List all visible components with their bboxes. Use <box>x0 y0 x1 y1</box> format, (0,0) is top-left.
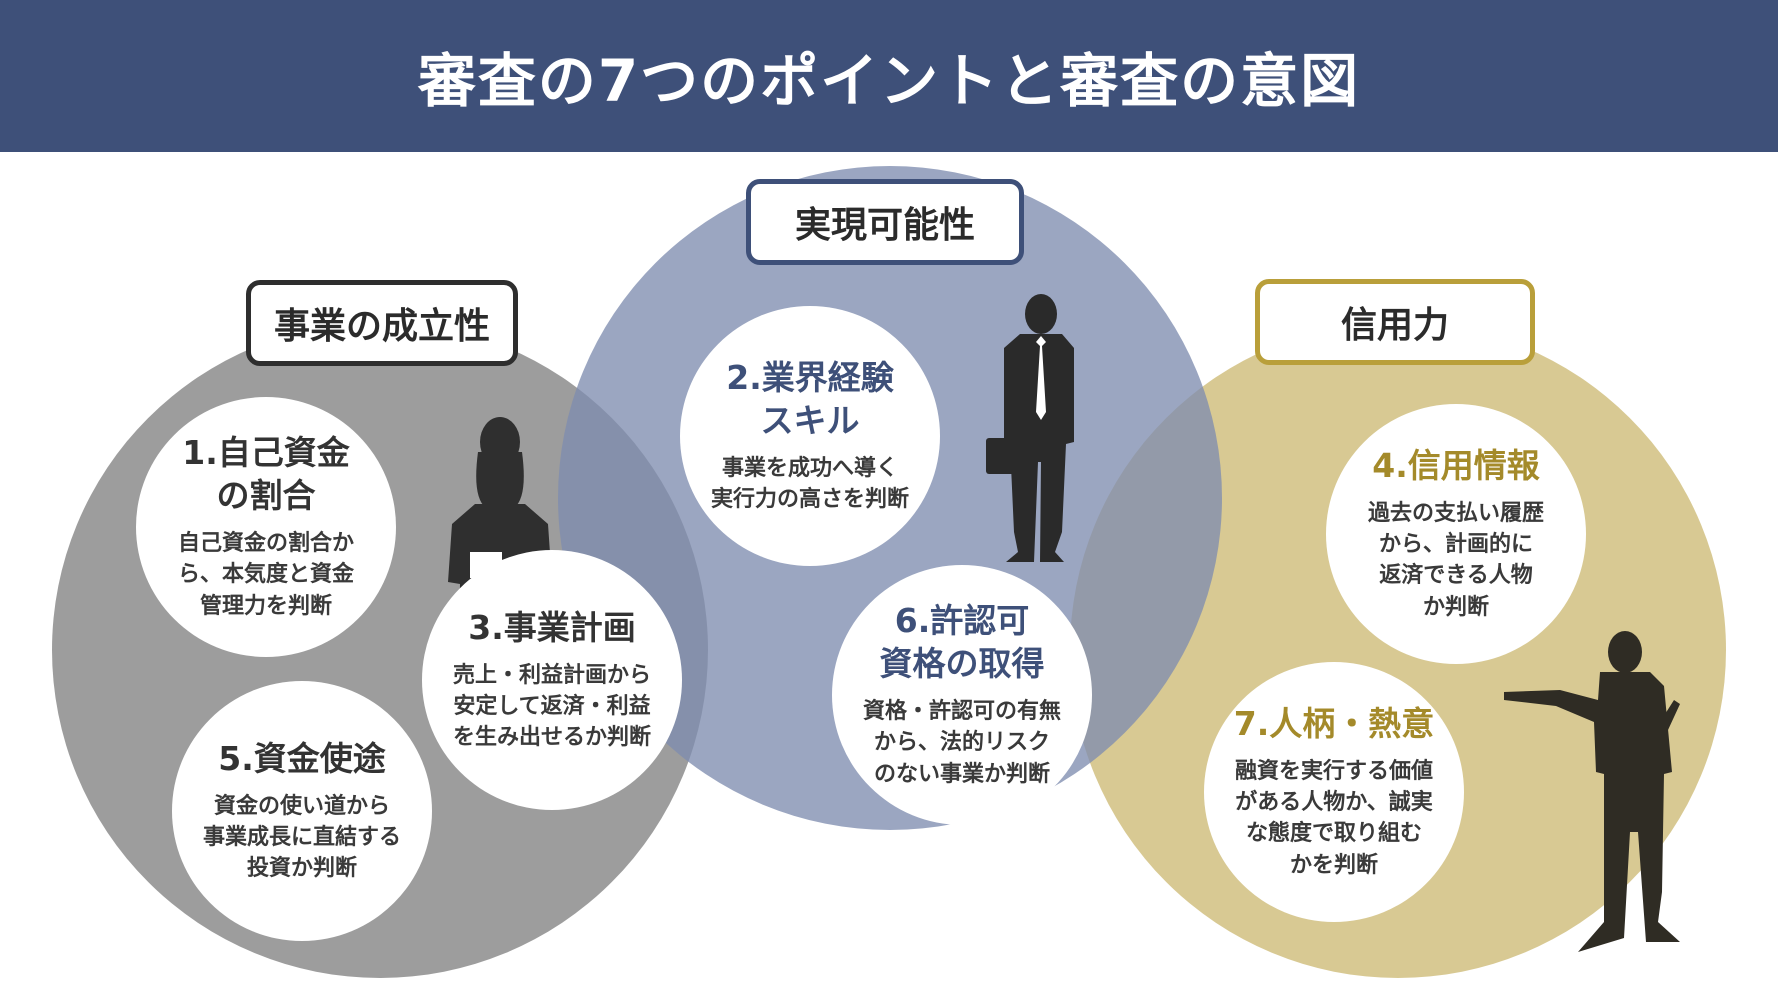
point-2-title: 2.業界経験 スキル <box>726 357 894 440</box>
point-7-desc: 融資を実行する価値 がある人物か、誠実 な態度で取り組む かを判断 <box>1234 758 1433 878</box>
point-5: 5.資金使途 資金の使い道から 事業成長に直結する 投資か判断 <box>172 681 432 941</box>
point-1-title: 1.自己資金 の割合 <box>182 433 350 516</box>
point-6-desc: 資格・許認可の有無 から、法的リスク のない事業か判断 <box>862 699 1061 787</box>
point-2: 2.業界経験 スキル 事業を成功へ導く 実行力の高さを判断 <box>680 306 940 566</box>
point-3-title: 3.事業計画 <box>468 607 636 647</box>
page-title: 審査の7つのポイントと審査の意図 <box>417 47 1361 115</box>
point-4-title: 4.信用情報 <box>1372 446 1540 486</box>
point-6-title: 6.許認可 資格の取得 <box>879 601 1045 684</box>
point-3: 3.事業計画 売上・利益計画から 安定して返済・利益 を生み出せるか判断 <box>422 550 682 810</box>
presenter-silhouette-icon <box>1504 631 1680 952</box>
point-3-desc: 売上・利益計画から 安定して返済・利益 を生み出せるか判断 <box>452 662 651 751</box>
point-7-title: 7.人柄・熱意 <box>1233 704 1435 744</box>
point-1: 1.自己資金 の割合 自己資金の割合か ら、本気度と資金 管理力を判断 <box>136 397 396 657</box>
point-1-desc: 自己資金の割合か ら、本気度と資金 管理力を判断 <box>177 531 354 619</box>
point-5-desc: 資金の使い道から 事業成長に直結する 投資か判断 <box>202 793 401 882</box>
point-5-title: 5.資金使途 <box>218 738 386 778</box>
label-business-text: 事業の成立性 <box>273 306 490 347</box>
label-feasibility-text: 実現可能性 <box>794 205 975 246</box>
point-7: 7.人柄・熱意 融資を実行する価値 がある人物か、誠実 な態度で取り組む かを判… <box>1204 662 1464 922</box>
point-2-desc: 事業を成功へ導く 実行力の高さを判断 <box>710 455 909 512</box>
header-banner: 審査の7つのポイントと審査の意図 <box>0 0 1778 152</box>
point-4: 4.信用情報 過去の支払い履歴 から、計画的に 返済できる人物 か判断 <box>1326 404 1586 664</box>
label-credit: 信用力 <box>1255 279 1535 365</box>
point-6: 6.許認可 資格の取得 資格・許認可の有無 から、法的リスク のない事業か判断 <box>832 565 1092 825</box>
point-4-desc: 過去の支払い履歴 から、計画的に 返済できる人物 か判断 <box>1367 500 1544 620</box>
label-credit-text: 信用力 <box>1340 305 1449 346</box>
label-feasibility: 実現可能性 <box>746 179 1024 265</box>
businessman-briefcase-silhouette-icon <box>986 294 1074 562</box>
label-business: 事業の成立性 <box>246 280 518 366</box>
